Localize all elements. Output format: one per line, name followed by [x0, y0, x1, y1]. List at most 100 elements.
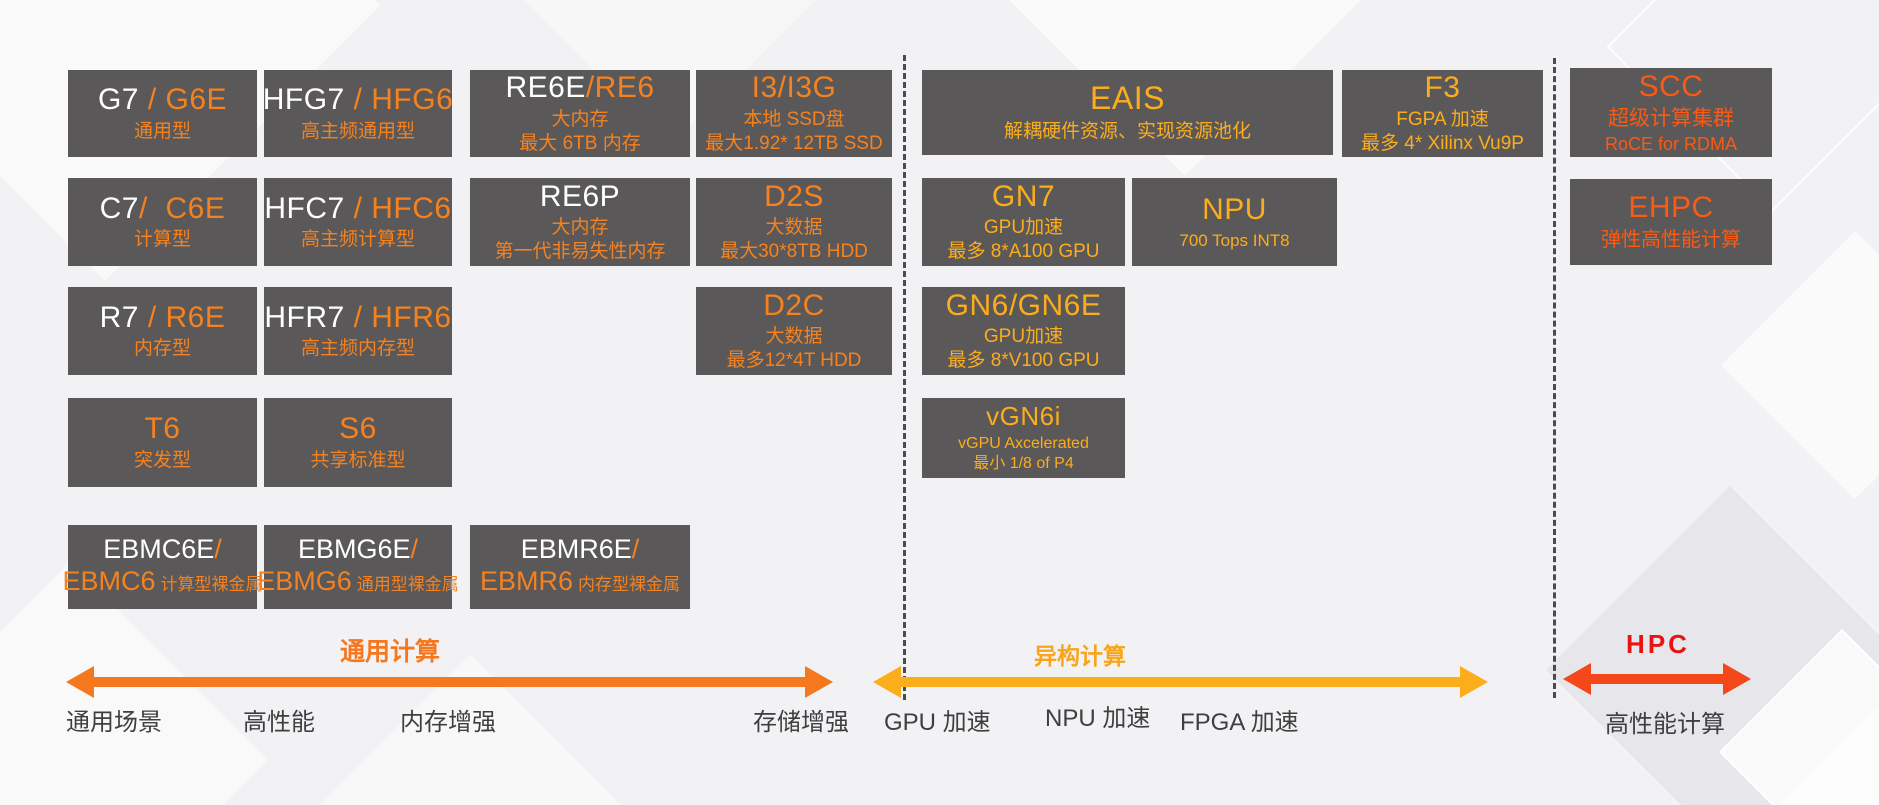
box-title-line1: EBMR6E/	[520, 534, 640, 565]
divider-hetero-hpc	[1553, 58, 1556, 698]
axis-label-fpga-accelerated: FPGA 加速	[1180, 709, 1299, 736]
box-subtitle: 内存型	[133, 338, 191, 360]
instance-box-f3: F3 FGPA 加速 最多 4* Xilinx Vu9P	[1342, 70, 1543, 157]
axis-label-storage-enhanced: 存储增强	[753, 709, 849, 736]
arrow-head-right	[1460, 666, 1488, 698]
box-subtitle: GPU加速	[983, 217, 1064, 239]
box-subtitle: 超级计算集群	[1608, 107, 1734, 131]
box-subtitle: 高主频通用型	[300, 120, 415, 142]
code-primary: RE6E	[505, 71, 586, 105]
box-subtitle: 700 Tops INT8	[1179, 230, 1290, 250]
box-title: D2S	[764, 180, 824, 214]
box-subtitle: 通用型裸金属	[356, 574, 459, 594]
code-slash: /	[214, 534, 222, 565]
code-slash: /	[631, 534, 640, 565]
section-title-hpc: HPC	[1626, 629, 1690, 659]
general-computing-arrow	[66, 666, 833, 698]
box-title: HFR7 / HFR6	[264, 301, 451, 335]
box-title: HFG7 / HFG6	[263, 83, 454, 117]
instance-box-gn7: GN7 GPU加速 最多 8*A100 GPU	[922, 178, 1125, 266]
code-primary: HFG7	[262, 83, 354, 117]
instance-box-s6: S6 共享标准型	[264, 398, 452, 487]
box-title: HFC7 / HFC6	[264, 192, 451, 226]
box-subtitle: 共享标准型	[310, 449, 406, 471]
box-title-line1: EBMC6E/	[103, 534, 222, 565]
box-subtitle-2: 最多 8*V100 GPU	[947, 350, 1100, 372]
box-subtitle-2: 最多 8*A100 GPU	[947, 241, 1100, 263]
instance-box-re6p: RE6P 大内存 第一代非易失性内存	[470, 178, 690, 266]
box-subtitle-2: 最大30*8TB HDD	[720, 241, 868, 263]
code-primary: RE6P	[539, 179, 621, 213]
arrow-body	[895, 677, 1466, 687]
instance-box-r7: R7 / R6E 内存型	[68, 287, 257, 375]
instance-box-hfg: HFG7 / HFG6 高主频通用型	[263, 70, 454, 157]
instance-box-re6e: RE6E/RE6 大内存 最大 6TB 内存	[470, 70, 690, 157]
box-title: EHPC	[1628, 191, 1713, 225]
box-title: S6	[339, 412, 377, 446]
instance-box-g7: G7 / G6E 通用型	[68, 70, 257, 157]
code-primary: EAIS	[1090, 80, 1165, 117]
code-secondary: / HFR6	[353, 300, 452, 334]
box-title: NPU	[1202, 193, 1267, 227]
code-primary: R7	[99, 300, 148, 334]
background-decoration	[1720, 230, 1879, 500]
box-subtitle: 解耦硬件资源、实现资源池化	[1003, 120, 1251, 142]
box-subtitle: 突发型	[133, 449, 191, 471]
code-primary: HFR7	[264, 300, 354, 334]
box-title: D2C	[763, 289, 825, 323]
box-subtitle-2: 第一代非易失性内存	[494, 241, 666, 263]
instance-box-t6: T6 突发型	[68, 398, 257, 487]
box-subtitle: 弹性高性能计算	[1601, 228, 1741, 251]
axis-label-gpu-accelerated: GPU 加速	[884, 709, 991, 736]
arrow-head-right	[1723, 663, 1751, 695]
box-subtitle-2: RoCE for RDMA	[1604, 133, 1738, 154]
box-subtitle: 计算型裸金属	[160, 574, 263, 594]
instance-box-scc: SCC 超级计算集群 RoCE for RDMA	[1570, 68, 1772, 157]
code-secondary: / HFC6	[353, 191, 452, 225]
code-primary: S6	[339, 412, 377, 446]
box-subtitle: 大内存	[551, 217, 609, 239]
axis-label-general-scenario: 通用场景	[66, 709, 162, 736]
divider-general-hetero	[903, 55, 906, 700]
box-subtitle: 通用型	[133, 120, 191, 142]
box-title: GN6/GN6E	[946, 289, 1102, 323]
instance-box-eais: EAIS 解耦硬件资源、实现资源池化	[922, 70, 1333, 155]
box-title: RE6P	[540, 180, 620, 214]
code-secondary: EBMC6	[62, 565, 156, 596]
box-subtitle: GPU加速	[983, 326, 1064, 348]
box-title: RE6E/RE6	[505, 71, 654, 105]
code-secondary: EBMG6	[257, 565, 352, 596]
box-title: R7 / R6E	[100, 301, 226, 335]
code-secondary: / G6E	[147, 83, 228, 117]
box-subtitle: 大数据	[765, 217, 823, 239]
code-primary: EBMR6E	[520, 534, 632, 565]
code-primary: NPU	[1202, 193, 1267, 226]
code-primary: I3/I3G	[751, 71, 837, 105]
code-slash: /	[410, 534, 419, 565]
box-title: SCC	[1639, 70, 1704, 104]
box-subtitle-2: 最多12*4T HDD	[726, 350, 862, 372]
code-primary: EBMG6E	[297, 534, 411, 565]
code-primary: EBMC6E	[103, 534, 215, 565]
instance-box-i3: I3/I3G 本地 SSD盘 最大1.92* 12TB SSD	[696, 70, 892, 157]
code-primary: C7	[99, 191, 139, 225]
instance-box-hfc: HFC7 / HFC6 高主频计算型	[264, 178, 452, 266]
heterogeneous-computing-arrow	[873, 666, 1488, 698]
box-subtitle: 本地 SSD盘	[743, 108, 845, 130]
instance-box-npu: NPU 700 Tops INT8	[1132, 178, 1337, 266]
code-primary: GN6/GN6E	[945, 288, 1102, 322]
box-title: GN7	[992, 180, 1055, 214]
code-secondary: / C6E	[138, 191, 226, 225]
section-title-general: 通用计算	[339, 638, 440, 666]
box-subtitle: 内存型裸金属	[578, 574, 681, 594]
box-title: vGN6i	[986, 401, 1061, 431]
box-title: T6	[144, 412, 180, 446]
code-primary: G7	[97, 83, 148, 117]
